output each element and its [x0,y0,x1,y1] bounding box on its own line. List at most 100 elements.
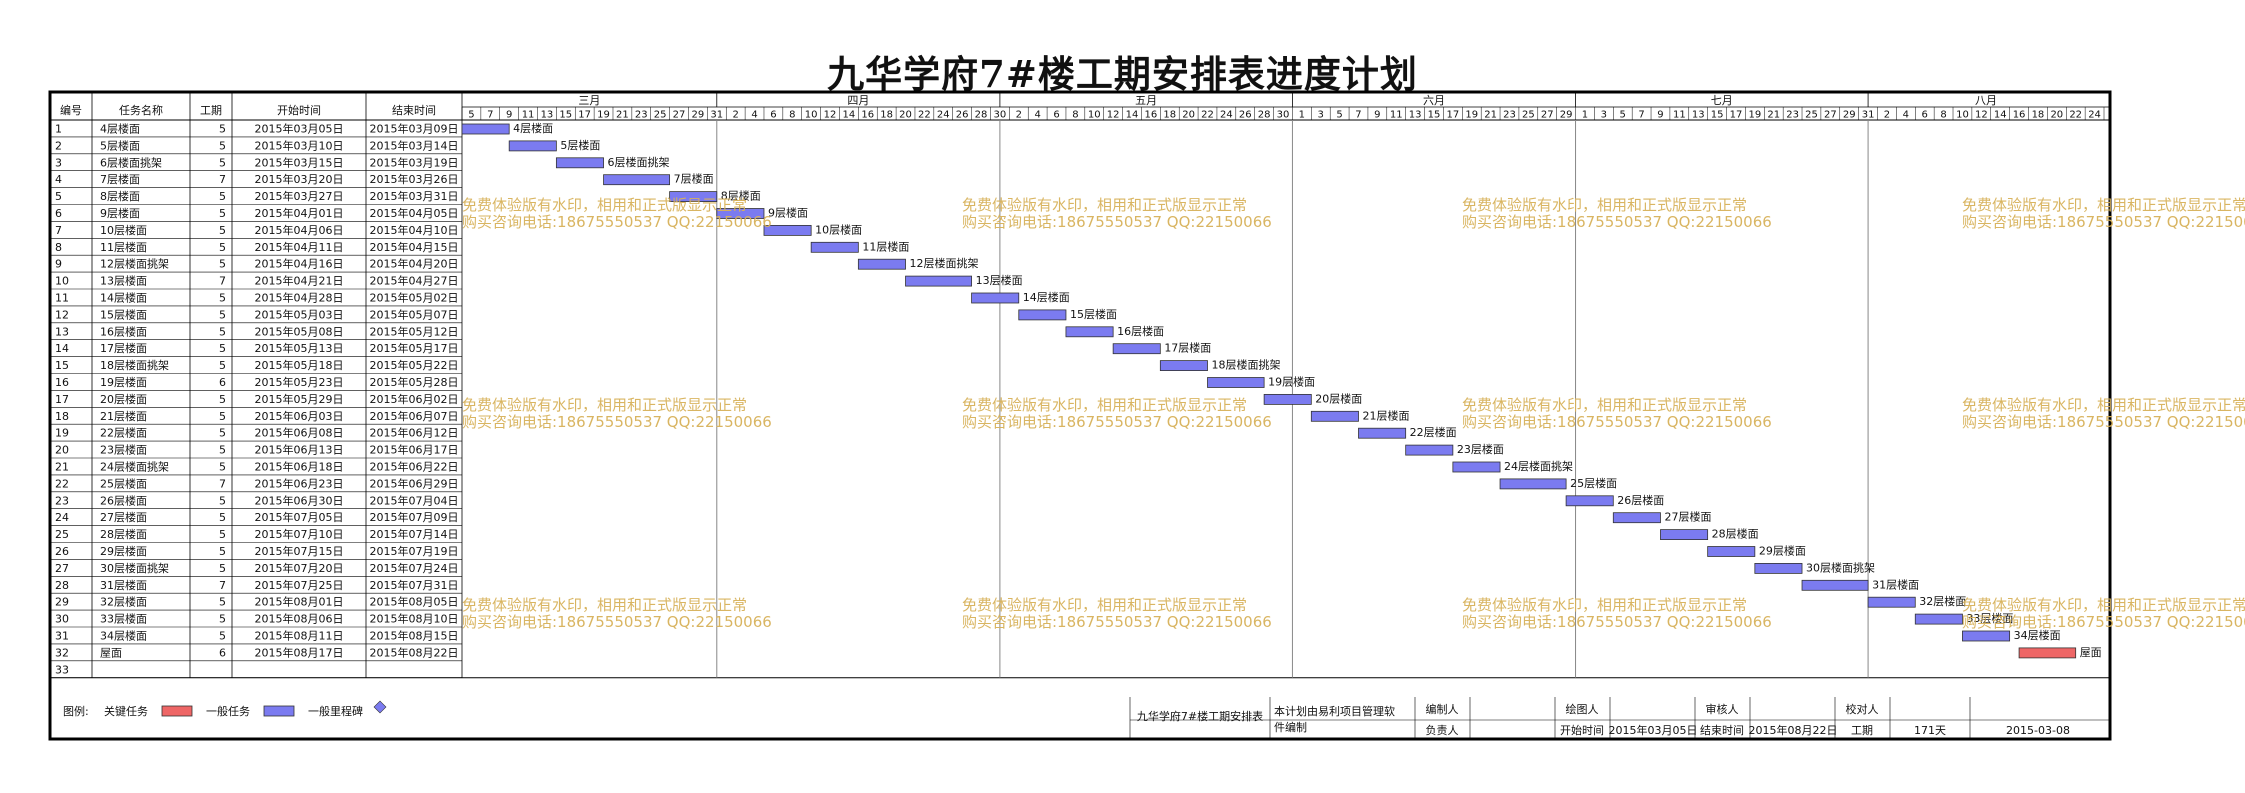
day-tick-label: 24 [1220,110,1233,121]
day-tick-label: 18 [880,110,893,121]
task-start: 2015年06月08日 [255,426,344,440]
task-bar [2018,647,2077,659]
task-end: 2015年05月28日 [370,375,459,389]
chart-title: 九华学府7#楼工期安排表进度计划 [827,52,1418,96]
task-duration: 5 [219,224,226,237]
task-end: 2015年05月12日 [370,324,459,338]
task-end: 2015年04月10日 [370,223,459,237]
task-start: 2015年05月13日 [255,341,344,355]
task-duration: 5 [219,325,226,338]
task-end: 2015年08月05日 [370,595,459,609]
task-bar [1499,478,1567,490]
task-name: 10层楼面 [100,223,147,237]
day-tick-label: 9 [1657,110,1663,121]
day-tick-label: 13 [1409,110,1422,121]
task-id: 11 [55,292,69,305]
day-tick-label: 21 [1767,110,1780,121]
task-end: 2015年07月31日 [370,578,459,592]
day-tick-label: 18 [2032,110,2045,121]
task-name: 26层楼面 [100,493,147,507]
task-duration: 5 [219,528,226,541]
day-tick-label: 26 [1239,110,1252,121]
day-tick-label: 16 [861,110,874,121]
task-duration: 5 [219,461,226,474]
day-tick-label: 4 [1903,110,1909,121]
task-name: 14层楼面 [100,291,147,305]
task-bar [1065,326,1114,338]
footer-software-note: 本计划由易利项目管理软 [1274,704,1395,718]
outer-frame [48,90,2112,741]
watermark-line: 免费体验版有水印，相用和正式版显示正常 [462,196,747,214]
task-duration: 5 [219,139,226,152]
day-tick-label: 10 [1088,110,1101,121]
watermark-line: 免费体验版有水印，相用和正式版显示正常 [962,396,1247,414]
day-tick-label: 31 [1862,110,1875,121]
day-tick-label: 14 [1126,110,1139,121]
task-bar-label: 16层楼面 [1117,324,1164,338]
task-start: 2015年07月10日 [255,527,344,541]
task-start: 2015年04月11日 [255,240,344,254]
watermark-line: 购买咨询电话:18675550537 QQ:22150066 [1462,613,1772,631]
task-id: 25 [55,528,69,541]
day-tick-label: 26 [956,110,969,121]
task-name: 27层楼面 [100,510,147,524]
day-tick-label: 14 [843,110,856,121]
watermark-line: 购买咨询电话:18675550537 QQ:22150066 [962,213,1272,231]
task-end: 2015年06月02日 [370,392,459,406]
task-duration: 6 [219,376,226,389]
column-header: 任务名称 [119,103,163,117]
task-id: 23 [55,494,69,507]
task-duration: 5 [219,207,226,220]
day-tick-label: 1 [1582,110,1588,121]
task-bar-label: 15层楼面 [1070,307,1117,321]
day-tick-label: 21 [1484,110,1497,121]
task-name: 33层楼面 [100,612,147,626]
legend-milestone-label: 一般里程碑 [308,705,363,718]
task-bar [1754,563,1803,574]
day-tick-label: 7 [1355,110,1361,121]
day-tick-label: 14 [1994,110,2007,121]
day-tick-label: 21 [616,110,629,121]
task-name: 11层楼面 [100,240,147,254]
task-id: 31 [55,630,69,643]
task-bar [971,292,1020,304]
task-start: 2015年05月29日 [255,392,344,406]
day-tick-label: 17 [578,110,591,121]
task-duration: 5 [219,241,226,254]
task-bar-label: 25层楼面 [1570,476,1617,490]
footer-drawer-label: 绘图人 [1566,702,1599,716]
task-bar [1801,579,1869,591]
task-name: 16层楼面 [100,324,147,338]
task-bar-label: 7层楼面 [674,172,714,186]
task-id: 18 [55,410,69,423]
task-name: 5层楼面 [100,138,140,152]
task-start: 2015年03月10日 [255,138,344,152]
task-duration: 6 [219,646,226,659]
task-bar [1405,444,1454,456]
task-bar [857,258,906,270]
task-bar [603,174,671,186]
task-name: 19层楼面 [100,375,147,389]
task-name: 13层楼面 [100,274,147,288]
task-bar-label: 9层楼面 [768,206,808,220]
task-id: 29 [55,596,69,609]
day-tick-label: 4 [751,110,757,121]
footer-table-name: 九华学府7#楼工期安排表 [1137,709,1263,723]
task-start: 2015年04月06日 [255,223,344,237]
legend-normal-label: 一般任务 [206,705,250,718]
legend-critical-swatch [161,705,193,717]
day-tick-label: 11 [1673,110,1686,121]
task-end: 2015年07月14日 [370,527,459,541]
task-bar-label: 17层楼面 [1164,341,1211,355]
day-tick-label: 2 [732,110,738,121]
footer-end-label: 结束时间 [1700,724,1744,737]
task-id: 26 [55,545,69,558]
day-tick-label: 27 [673,110,686,121]
day-tick-label: 12 [824,110,837,121]
task-id: 22 [55,477,69,490]
task-bar-label: 10层楼面 [815,222,862,236]
day-tick-label: 2 [1016,110,1022,121]
legend-milestone-diamond [373,700,387,714]
footer-responsible-label: 负责人 [1426,723,1459,737]
task-end: 2015年07月19日 [370,544,459,558]
